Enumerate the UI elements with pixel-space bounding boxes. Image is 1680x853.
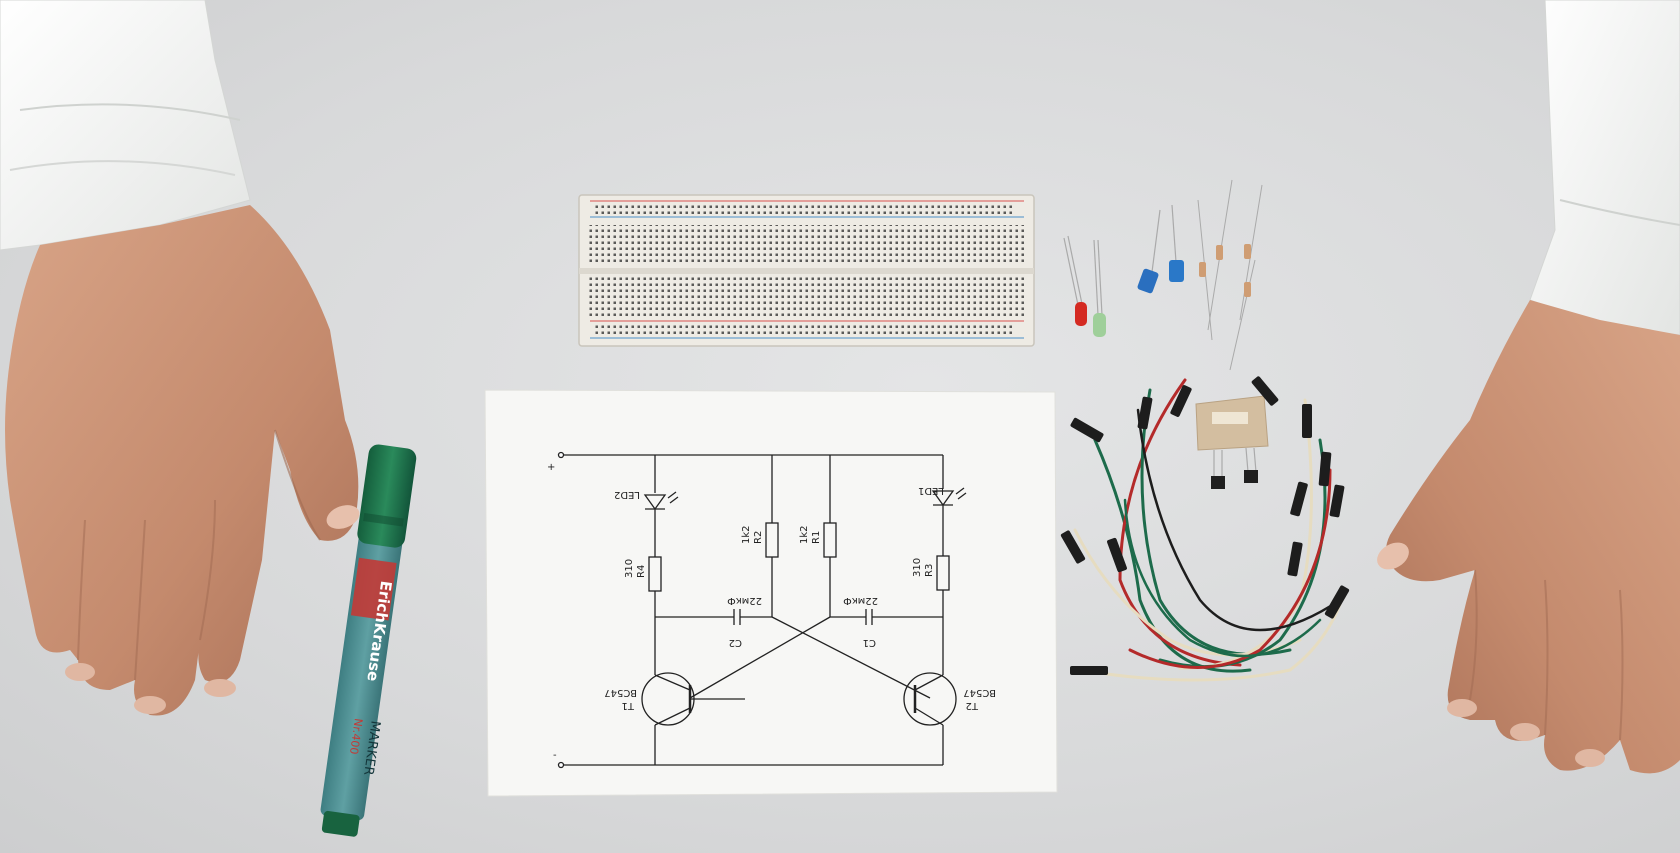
r3-symbol — [936, 555, 950, 591]
jumper-wires — [1073, 378, 1347, 682]
led-red — [1063, 235, 1087, 326]
jumper-pins — [1060, 376, 1350, 675]
c2-name: C2 — [729, 637, 742, 648]
resistors — [1197, 179, 1263, 371]
led2-symbol — [643, 494, 667, 511]
r1-symbol — [823, 522, 837, 558]
r1-name: R1 — [811, 531, 822, 544]
t2-name: T2 — [966, 700, 979, 711]
marker-model: Nr.400 — [347, 717, 365, 755]
t2-symbol — [903, 672, 957, 726]
minus-label: - — [553, 750, 557, 761]
r1-value: 1k2 — [799, 525, 810, 544]
right-arm — [1377, 0, 1680, 774]
r4-value: 310 — [624, 559, 635, 578]
led1-label: LED1 — [918, 485, 944, 496]
r2-value: 1k2 — [741, 525, 752, 544]
t1-name: T1 — [622, 700, 635, 711]
led1-symbol — [931, 490, 955, 507]
r4-symbol — [648, 556, 662, 592]
marker — [320, 444, 417, 837]
plus-label: + — [547, 462, 555, 473]
right-thumbnail — [1377, 542, 1409, 570]
r4-name: R4 — [636, 565, 647, 578]
c1-name: C1 — [863, 637, 876, 648]
schematic-sheet — [484, 389, 1058, 797]
right-sleeve — [1529, 0, 1680, 336]
left-thumbnail — [326, 505, 360, 529]
c1-value: 22мкФ — [843, 595, 878, 606]
c2-value: 22мкФ — [727, 595, 762, 606]
r2-name: R2 — [753, 531, 764, 544]
capacitor-1 — [1137, 209, 1161, 294]
minus-terminal — [557, 761, 565, 769]
transistors-on-card — [1195, 395, 1269, 489]
breadboard — [578, 194, 1035, 347]
r3-value: 310 — [912, 558, 923, 577]
t2-type: BC547 — [963, 687, 996, 698]
left-sleeve — [0, 0, 251, 251]
schematic-labels: + - LED2 LED1 R4 310 R2 1k2 R1 1k2 R3 31… — [547, 462, 996, 761]
left-arm — [0, 0, 360, 716]
capacitor-2 — [1169, 204, 1184, 282]
led-green — [1093, 239, 1106, 337]
r2-symbol — [765, 522, 779, 558]
left-hand — [5, 205, 359, 716]
circuit-schematic — [557, 451, 967, 769]
t1-type: BC547 — [604, 687, 637, 698]
led2-label: LED2 — [614, 489, 640, 500]
r3-name: R3 — [924, 564, 935, 577]
plus-terminal — [557, 451, 565, 459]
right-hand — [1386, 300, 1680, 774]
